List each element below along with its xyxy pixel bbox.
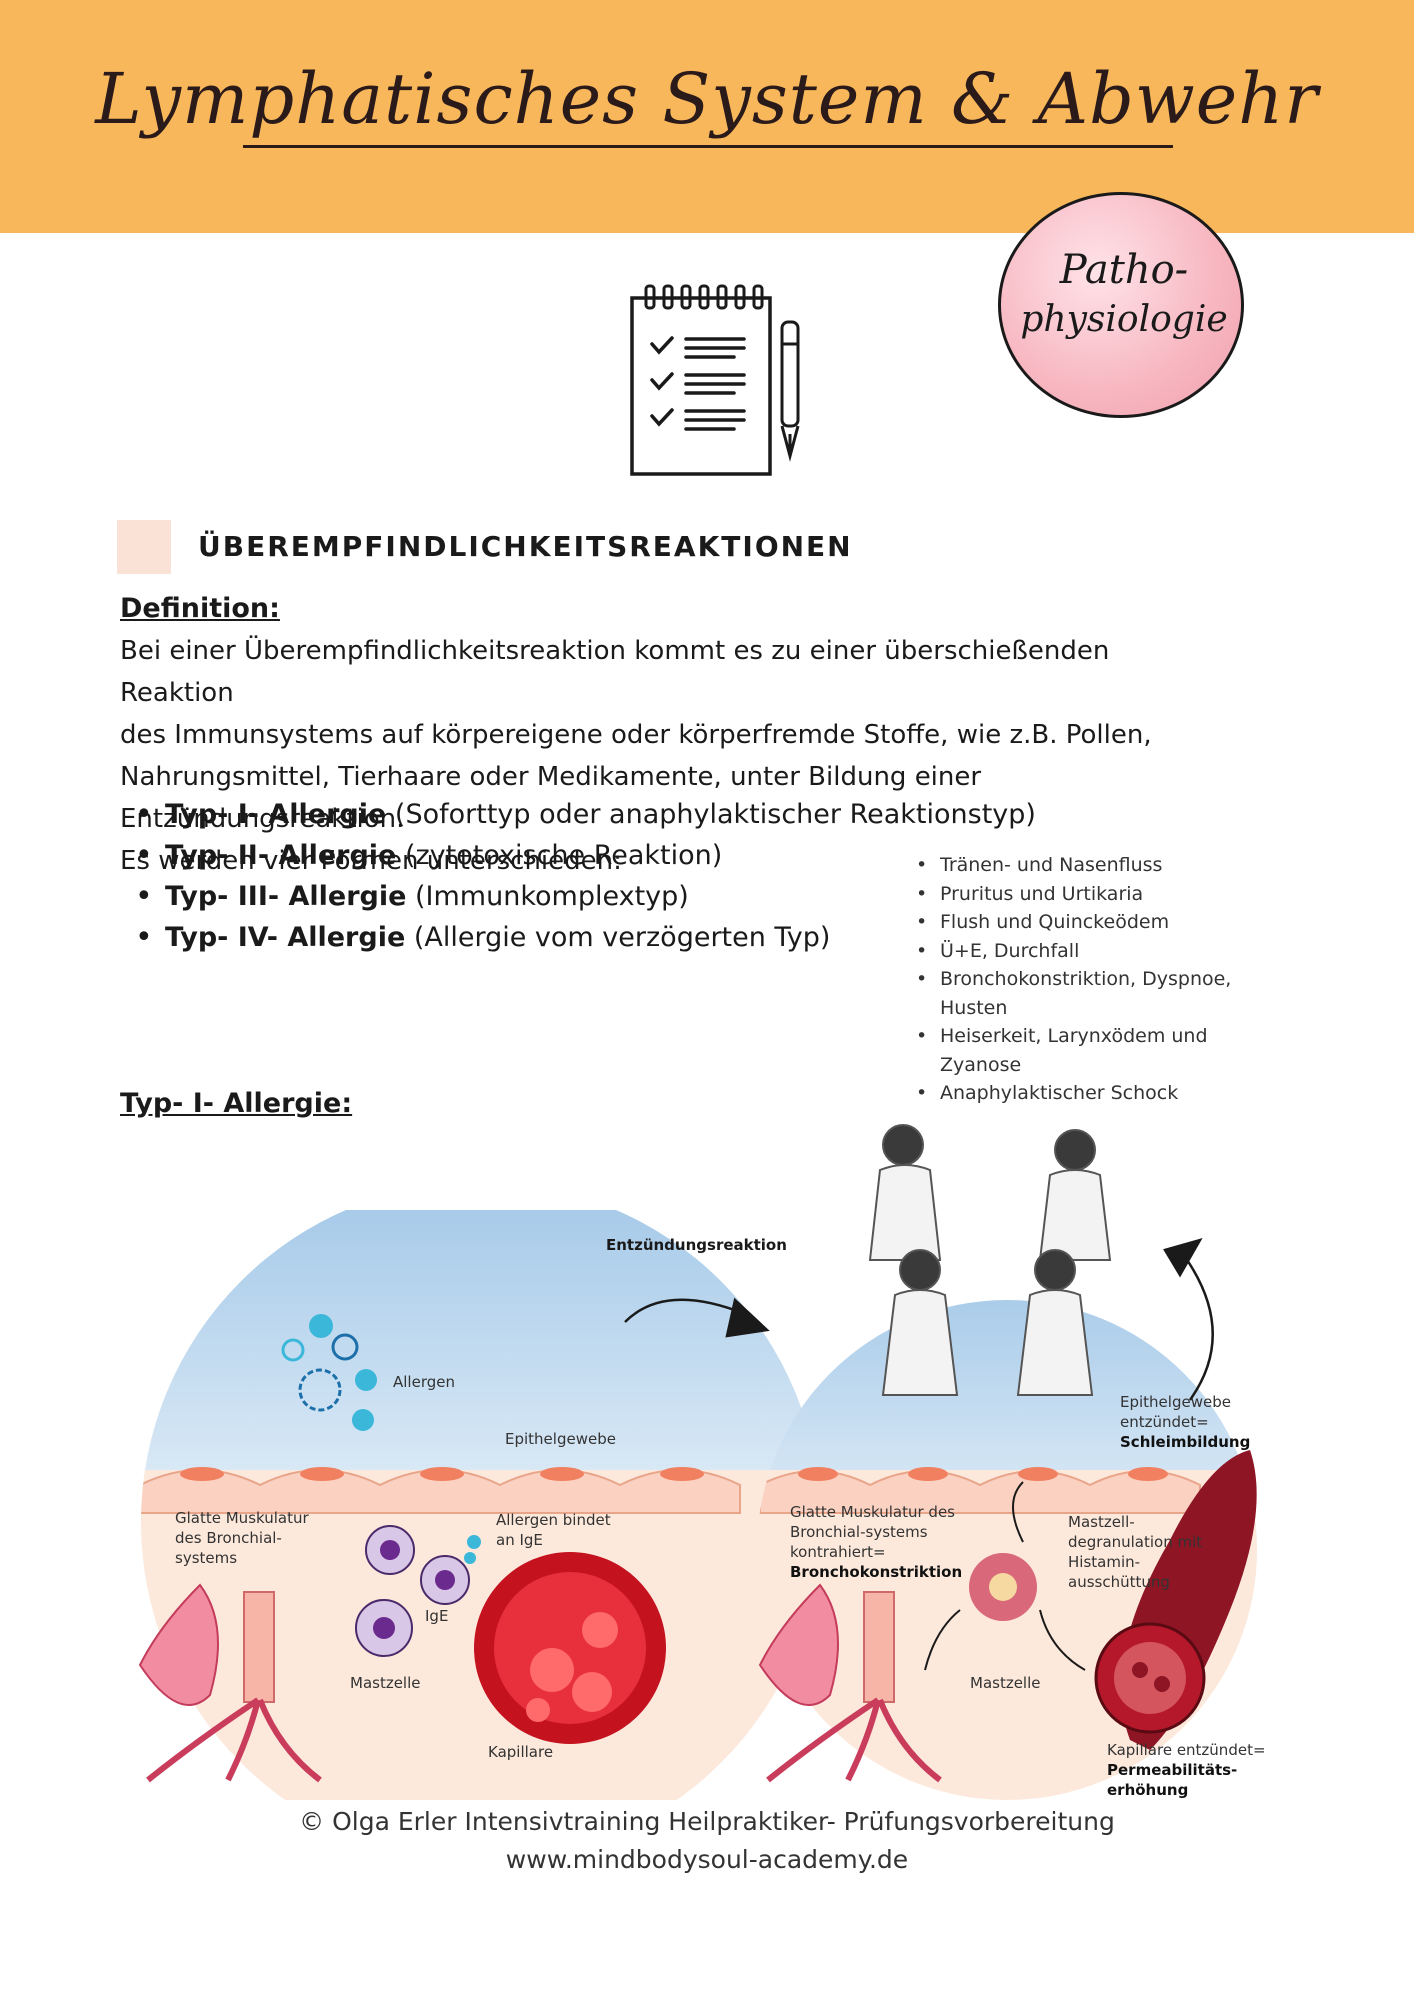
list-item: Bronchokonstriktion, Dyspnoe, Husten xyxy=(916,965,1270,1022)
pathophysiologie-badge: Patho- physiologie xyxy=(998,192,1244,418)
curved-arrow-icon xyxy=(624,1237,1214,1401)
header-band xyxy=(0,0,1414,233)
definition-heading: Definition: xyxy=(120,593,280,624)
allergy-types-list: Typ- I- Allergie (Soforttyp oder anaphyl… xyxy=(135,794,1036,958)
symptom-list: Tränen- und Nasenfluss Pruritus und Urti… xyxy=(916,851,1270,1108)
list-item: Pruritus und Urtikaria xyxy=(916,880,1270,909)
list-item: Typ- I- Allergie (Soforttyp oder anaphyl… xyxy=(135,794,1036,835)
allergy-diagram xyxy=(138,1124,1257,1800)
list-item: Typ- III- Allergie (Immunkomplextyp) xyxy=(135,876,1036,917)
left-dome xyxy=(141,1210,821,1800)
list-item: Anaphylaktischer Schock xyxy=(916,1079,1270,1108)
list-item: Typ- IV- Allergie (Allergie vom verzöger… xyxy=(135,917,1036,958)
badge-text-line1: Patho- xyxy=(1059,247,1189,293)
list-item: Tränen- und Nasenfluss xyxy=(916,851,1270,880)
capillary-left xyxy=(474,1552,666,1744)
section-marker xyxy=(117,520,171,574)
label-allergen: Allergen xyxy=(393,1373,455,1391)
arrows-right-dome xyxy=(924,1481,1086,1671)
mast-cell-degranulation xyxy=(969,1553,1037,1621)
label-mastzelle-right: Mastzelle xyxy=(970,1674,1041,1692)
label-kapillare: Kapillare xyxy=(488,1743,554,1761)
section-heading: ÜBEREMPFINDLICHKEITSREAKTIONEN xyxy=(198,530,853,563)
definition-line: des Immunsystems auf körpereigene oder k… xyxy=(120,720,1152,750)
page-title: Lymphatisches System & Abwehr xyxy=(95,58,1319,140)
list-item: Typ- II- Allergie (zytotoxische Reaktion… xyxy=(135,835,1036,876)
list-item: Heiserkeit, Larynxödem und Zyanose xyxy=(916,1022,1270,1079)
label-capillary-inflamed: Kapillare entzündet=Permeabilitäts-erhöh… xyxy=(1107,1741,1266,1799)
badge-text-line2: physiologie xyxy=(1020,299,1228,340)
list-item: Flush und Quinckeödem xyxy=(916,908,1270,937)
footer-website[interactable]: www.mindbodysoul-academy.de xyxy=(505,1845,909,1874)
mast-cells-left xyxy=(355,1525,481,1657)
label-mastzelle: Mastzelle xyxy=(350,1674,421,1692)
footer-copyright: © Olga Erler Intensivtraining Heilprakti… xyxy=(299,1807,1115,1836)
process-label: Entzündungsreaktion xyxy=(606,1236,787,1254)
label-epithel: Epithelgewebe xyxy=(505,1430,616,1448)
list-item: Ü+E, Durchfall xyxy=(916,937,1270,966)
type1-heading: Typ- I- Allergie: xyxy=(120,1088,353,1119)
title-underline xyxy=(243,145,1173,148)
label-ige: IgE xyxy=(425,1607,449,1625)
bronchus-right xyxy=(758,1583,942,1783)
capillary-right xyxy=(1094,1450,1257,1750)
symptom-illustrations xyxy=(868,1124,1112,1396)
notepad-checklist-icon xyxy=(630,284,800,476)
definition-line: Bei einer Überempfindlichkeitsreaktion k… xyxy=(120,636,1110,708)
allergen-particles xyxy=(281,1314,377,1431)
bronchus-left xyxy=(138,1583,322,1783)
